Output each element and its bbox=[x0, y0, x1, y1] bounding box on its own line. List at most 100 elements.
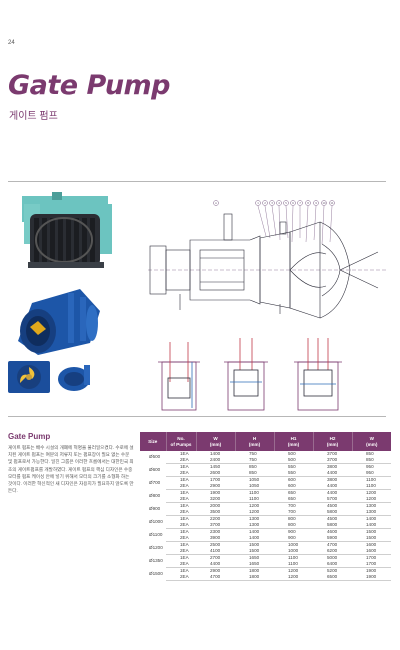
table-cell: 650 bbox=[288, 490, 296, 496]
svg-text:7: 7 bbox=[299, 201, 301, 205]
table-cell: 5700 bbox=[313, 496, 352, 504]
header-pumps: No.of Pumps bbox=[166, 432, 197, 451]
table-cell: 700 bbox=[288, 503, 296, 509]
top-divider bbox=[8, 181, 386, 182]
table-cell: 1100 bbox=[352, 483, 391, 491]
table-cell: 3700 bbox=[313, 457, 352, 465]
table-cell: 500 bbox=[288, 451, 296, 457]
header-w2: W(mm) bbox=[352, 432, 391, 451]
svg-text:11: 11 bbox=[330, 201, 334, 205]
table-cell: 4400 bbox=[313, 470, 352, 478]
table-cell: 1700 bbox=[352, 561, 391, 569]
table-cell: 1EA bbox=[180, 477, 189, 483]
table-cell: 650 bbox=[274, 496, 313, 504]
table-cell: 3900 bbox=[196, 535, 235, 543]
table-cell: 1650 bbox=[249, 555, 260, 561]
table-cell: 2300 bbox=[210, 529, 221, 535]
table-cell: 1300 bbox=[235, 522, 274, 530]
table-cell: 2EA bbox=[166, 548, 196, 556]
table-cell: 2EA bbox=[166, 574, 196, 582]
svg-text:6: 6 bbox=[292, 201, 294, 205]
gate-pump-frame-photo bbox=[8, 192, 128, 277]
table-cell: 1700 bbox=[366, 555, 377, 561]
table-cell: 6200 bbox=[313, 548, 352, 556]
table-cell: 800 bbox=[274, 522, 313, 530]
table-cell: 3800 bbox=[327, 464, 338, 470]
table-cell: 2500 bbox=[210, 542, 221, 548]
table-cell: 1400 bbox=[352, 522, 391, 530]
table-cell: 5800 bbox=[313, 509, 352, 517]
table-cell: 2900 bbox=[196, 483, 235, 491]
table-cell: 1800 bbox=[249, 568, 260, 574]
table-cell: 4100 bbox=[196, 548, 235, 556]
table-cell: 1200 bbox=[366, 490, 377, 496]
size-cell: Ø1350 bbox=[149, 558, 163, 564]
table-cell: 750 bbox=[249, 451, 257, 457]
table-cell: 1600 bbox=[352, 548, 391, 556]
technical-drawing: A 1 2 3 4 5 6 7 8 9 10 11 bbox=[140, 192, 390, 412]
table-cell: 1300 bbox=[249, 516, 260, 522]
svg-text:1: 1 bbox=[257, 201, 259, 205]
table-cell: 1EA bbox=[180, 555, 189, 561]
table-cell: 5000 bbox=[327, 555, 338, 561]
table-cell: 750 bbox=[235, 457, 274, 465]
table-cell: 600 bbox=[288, 477, 296, 483]
svg-text:2: 2 bbox=[264, 201, 266, 205]
table-cell: 1300 bbox=[366, 503, 377, 509]
table-cell: 1000 bbox=[274, 548, 313, 556]
table-cell: 1500 bbox=[249, 542, 260, 548]
table-cell: 1000 bbox=[288, 542, 299, 548]
table-cell: 1100 bbox=[274, 561, 313, 569]
impeller-closeup-photo bbox=[8, 361, 50, 393]
table-cell: 950 bbox=[366, 464, 374, 470]
table-cell: 950 bbox=[352, 470, 391, 478]
table-cell: 1200 bbox=[249, 503, 260, 509]
table-cell: 1300 bbox=[352, 509, 391, 517]
table-cell: 1500 bbox=[366, 529, 377, 535]
bottom-divider bbox=[8, 416, 386, 417]
table-cell: 2EA bbox=[166, 561, 196, 569]
size-cell: Ø900 bbox=[149, 506, 161, 512]
table-cell: 3500 bbox=[196, 509, 235, 517]
spec-table-header: Size No.of Pumps W(mm) H(mm) H1(mm) H2(m… bbox=[140, 432, 391, 451]
table-cell: 1400 bbox=[249, 529, 260, 535]
header-h2: H2(mm) bbox=[313, 432, 353, 451]
table-cell: 4700 bbox=[327, 542, 338, 548]
section-title: Gate Pump bbox=[8, 432, 51, 441]
table-cell: 900 bbox=[274, 535, 313, 543]
table-cell: 2EA bbox=[166, 522, 196, 530]
table-cell: 5200 bbox=[327, 568, 338, 574]
table-cell: 1EA bbox=[180, 464, 189, 470]
table-cell: 2600 bbox=[196, 470, 235, 478]
table-cell: 1600 bbox=[366, 542, 377, 548]
svg-text:10: 10 bbox=[322, 201, 326, 205]
pump-casing-photo bbox=[54, 361, 94, 393]
table-cell: 850 bbox=[352, 457, 391, 465]
size-cell: Ø1500 bbox=[149, 571, 163, 577]
spec-table: Size No.of Pumps W(mm) H(mm) H1(mm) H2(m… bbox=[140, 432, 391, 582]
svg-text:5: 5 bbox=[285, 201, 287, 205]
gate-pump-body-photo bbox=[8, 283, 108, 358]
svg-text:9: 9 bbox=[315, 201, 317, 205]
table-cell: 1200 bbox=[352, 496, 391, 504]
table-cell: 700 bbox=[274, 509, 313, 517]
table-cell: 850 bbox=[249, 464, 257, 470]
table-cell: 1050 bbox=[249, 477, 260, 483]
header-w: W(mm) bbox=[196, 432, 236, 451]
table-cell: 4700 bbox=[196, 574, 235, 582]
table-cell: 2700 bbox=[210, 555, 221, 561]
page-title: Gate Pump bbox=[8, 70, 171, 101]
table-cell: 1EA bbox=[180, 451, 189, 457]
table-cell: 1650 bbox=[235, 561, 274, 569]
svg-text:8: 8 bbox=[307, 201, 309, 205]
table-cell: 1400 bbox=[235, 535, 274, 543]
